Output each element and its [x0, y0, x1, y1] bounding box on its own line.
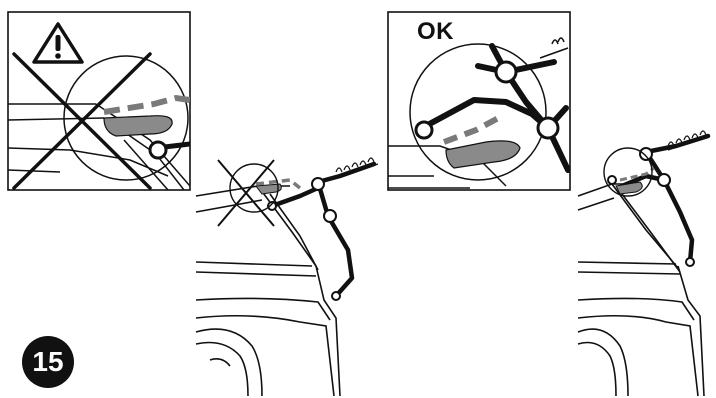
pivot-joint — [640, 148, 652, 160]
panel-wrong — [196, 158, 378, 396]
pivot-joint-detail — [496, 62, 516, 82]
detail-ok — [388, 12, 570, 190]
panel-ok — [578, 131, 710, 396]
hook-end-detail — [416, 122, 432, 138]
ok-label: OK — [417, 18, 454, 46]
pivot-joint — [658, 174, 670, 186]
detail-wrong — [8, 12, 190, 190]
hook-end — [686, 258, 694, 266]
bike-rack-ok — [622, 136, 708, 262]
pivot-joint-detail — [538, 118, 558, 138]
rack-pad-detail — [104, 116, 172, 136]
hook-end-detail — [150, 142, 166, 158]
pivot-joint — [312, 178, 324, 190]
hook-end — [608, 176, 616, 184]
step-number-badge: 15 — [22, 336, 74, 388]
hook-end — [332, 292, 340, 300]
car-rear-ok — [578, 184, 704, 396]
pivot-joint — [324, 210, 336, 222]
